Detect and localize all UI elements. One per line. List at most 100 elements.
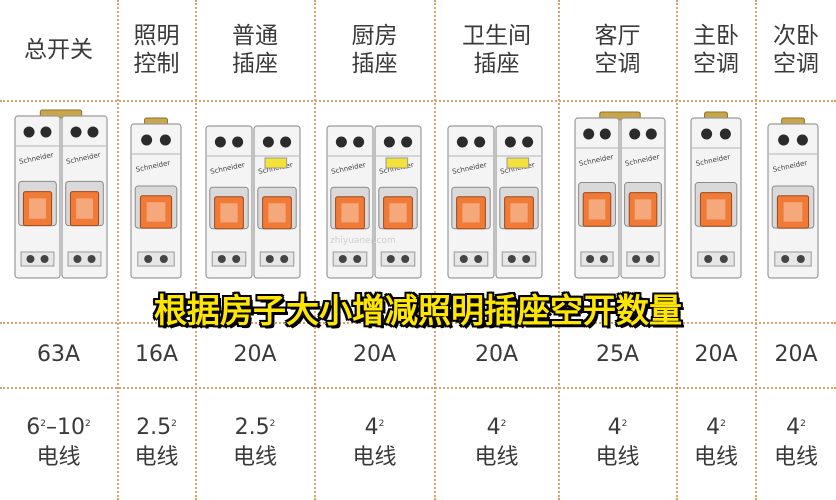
wire-spec: 2.52 电线: [118, 390, 195, 495]
column-header: 厨房 插座: [351, 23, 398, 77]
column-header: 主卧 空调: [693, 23, 739, 77]
screw-icon: [474, 136, 486, 148]
bottom-terminal: [211, 251, 247, 267]
current-rating: 20A: [352, 341, 397, 367]
column-header: 普通 插座: [232, 23, 278, 77]
bottom-terminal: [332, 251, 368, 267]
watermark: zhiyuaner.com: [330, 236, 396, 246]
superscript: 2: [720, 418, 726, 429]
screw-icon: [796, 134, 808, 146]
wire-spec: 42 电线: [677, 390, 755, 495]
superscript: 2: [378, 418, 385, 429]
toggle-handle: [335, 196, 365, 230]
wire-spec: 42 电线: [756, 390, 836, 495]
column-header: 卫生间 插座: [462, 23, 531, 77]
screw-icon: [632, 255, 641, 263]
bottom-terminal: [380, 251, 416, 267]
second-bedroom-ac-breaker: Schneider: [767, 117, 819, 279]
lighting-breaker: Schneider: [130, 117, 182, 279]
screw-icon: [386, 255, 395, 263]
toggle-handle: [69, 191, 100, 227]
superscript: 2: [621, 418, 628, 429]
screw-icon: [586, 255, 595, 263]
breaker-pole: Schneider: [447, 125, 495, 279]
screw-icon: [456, 136, 468, 148]
handle-highlight: [341, 203, 359, 223]
grid-divider: [676, 0, 678, 500]
superscript: 2: [85, 418, 91, 429]
screw-icon: [504, 136, 516, 148]
current-rating: 20A: [694, 341, 738, 367]
current-rating: 20A: [233, 341, 277, 367]
column-header: 客厅 空调: [594, 23, 641, 77]
screw-icon: [522, 136, 534, 148]
wire-label: 电线: [352, 444, 397, 470]
screw-icon: [719, 128, 731, 140]
wire-spec: 42 电线: [559, 390, 676, 495]
test-button: [385, 157, 409, 169]
superscript: 2: [40, 418, 46, 429]
toggle-handle: [456, 196, 486, 230]
handle-highlight: [389, 203, 407, 223]
bottom-terminal: [697, 251, 735, 267]
wire-size: 4: [786, 414, 801, 440]
current-rating: 16A: [134, 341, 179, 367]
screw-icon: [474, 255, 483, 263]
screw-icon: [338, 255, 347, 263]
handle-highlight: [706, 199, 726, 220]
screw-icon: [262, 136, 274, 148]
grid-divider: [434, 0, 436, 500]
screw-icon: [719, 255, 728, 263]
breaker-pole: Schneider: [574, 117, 620, 279]
bottom-terminal: [137, 251, 175, 267]
superscript: 2: [500, 418, 507, 429]
wire-label: 电线: [474, 444, 519, 470]
wire-label: 电线: [595, 444, 640, 470]
screw-icon: [40, 126, 52, 138]
handle-highlight: [146, 202, 166, 222]
screw-icon: [87, 255, 96, 263]
screw-icon: [214, 136, 226, 148]
breaker-pole: Schneider: [130, 123, 182, 279]
handle-highlight: [634, 199, 652, 220]
breaker-pole: Schneider: [495, 125, 543, 279]
wire-size: 4: [706, 414, 721, 440]
toggle-handle: [262, 196, 292, 230]
toggle-handle: [628, 192, 658, 227]
handle-highlight: [220, 203, 238, 223]
wire-size: 2.5: [136, 414, 172, 440]
toggle-handle: [699, 192, 733, 227]
wire-label: 电线: [134, 444, 179, 470]
screw-icon: [645, 128, 657, 140]
handle-highlight: [588, 199, 606, 220]
grid-divider: [117, 0, 119, 500]
screw-icon: [70, 126, 82, 138]
screw-icon: [583, 128, 595, 140]
screw-icon: [217, 255, 226, 263]
screw-icon: [280, 136, 292, 148]
breaker-pole: Schneider: [620, 117, 666, 279]
wire-spec: 2.52 电线: [196, 390, 314, 495]
superscript: 2: [269, 418, 276, 429]
master-bedroom-ac-breaker: Schneider: [690, 111, 742, 279]
screw-icon: [232, 255, 241, 263]
superscript: 2: [171, 418, 177, 429]
screw-icon: [599, 128, 611, 140]
screw-icon: [26, 255, 35, 263]
bottom-terminal: [67, 251, 102, 267]
current-rating: 20A: [474, 341, 519, 367]
bottom-terminal: [774, 251, 812, 267]
screw-icon: [40, 255, 49, 263]
toggle-handle: [504, 196, 534, 230]
wire-size: 2.5: [234, 414, 270, 440]
wire-spec: 42 电线: [435, 390, 558, 495]
bottom-terminal: [20, 251, 55, 267]
screw-icon: [335, 136, 347, 148]
breaker-pole: Schneider: [205, 125, 253, 279]
wire-label: 电线: [693, 444, 738, 470]
grid-divider: [314, 0, 316, 500]
toggle-handle: [22, 191, 53, 227]
